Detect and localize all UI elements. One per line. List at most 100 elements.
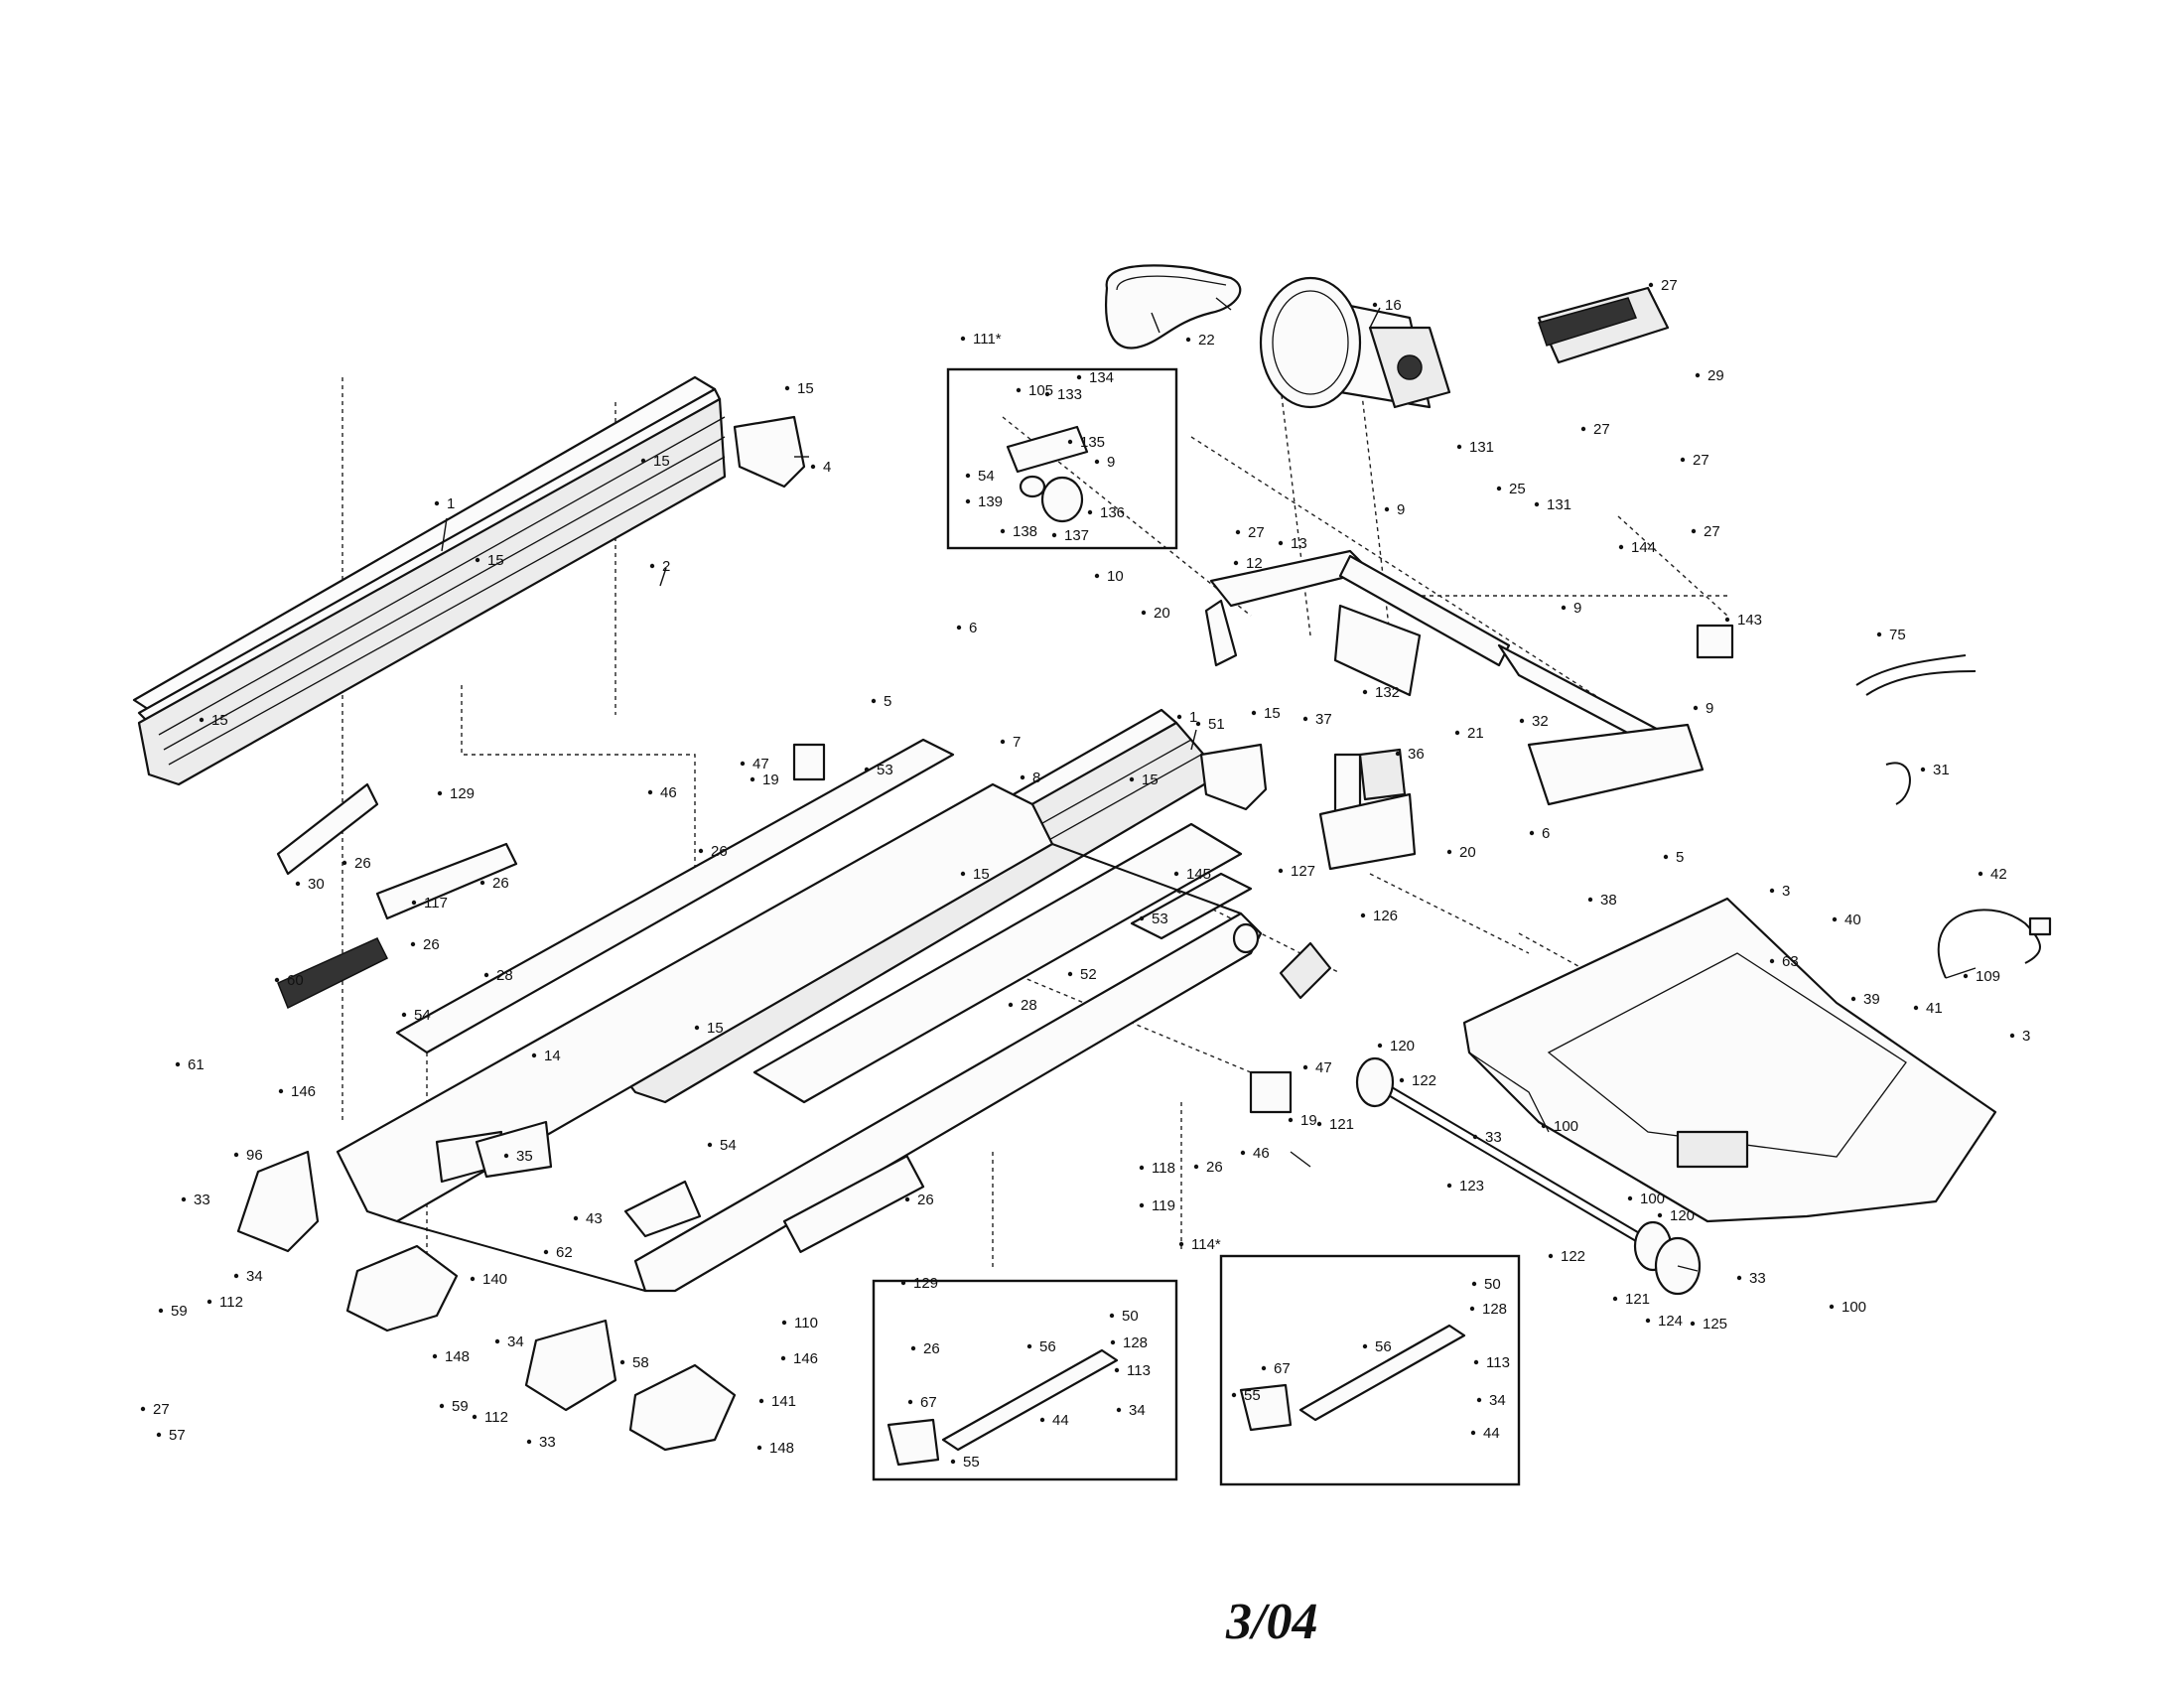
fastener-dot [1178,1241,1184,1247]
part-label-p52: 52 [1080,966,1097,983]
power-cord [1937,909,2052,979]
fastener-dot [1548,1253,1554,1259]
fastener-dot [439,1403,445,1409]
part-label-p123: 123 [1459,1178,1484,1194]
part-label-p126: 126 [1373,908,1398,924]
fastener-dot [1978,871,1983,877]
fastener-dot [1176,714,1182,720]
fastener-dot [1618,544,1624,550]
part-label-p135: 135 [1080,434,1105,451]
fastener-dot [1541,1123,1547,1129]
fastener-dot [1051,532,1057,538]
fastener-dot [158,1308,164,1314]
fastener-dot [1377,1043,1383,1049]
part-label-p15e: 15 [1264,705,1281,722]
part-label-p3b: 3 [2022,1028,2030,1045]
fastener-dot [1278,540,1284,546]
fastener-dot [475,557,480,563]
fastener-dot [573,1215,579,1221]
part-label-p9c: 9 [1573,600,1581,617]
end-caps [435,922,1332,1238]
part-label-p128a: 128 [1123,1334,1148,1351]
fastener-dot [1469,1306,1475,1312]
fastener-dot [1529,830,1535,836]
part-label-p148a: 148 [445,1348,470,1365]
part-label-p27b: 27 [1593,421,1610,438]
fastener-dot [1039,1417,1045,1423]
part-label-p27c: 27 [1693,452,1709,469]
fastener-dot [750,776,755,782]
part-label-p122b: 122 [1561,1248,1585,1265]
part-label-p29: 29 [1707,367,1724,384]
main-frame [336,782,1263,1293]
fastener-dot [1920,767,1926,772]
heatsink [1537,286,1670,364]
fastener-dot [649,563,655,569]
fastener-dot [1724,617,1730,623]
fastener-dot [401,1012,407,1018]
leveling-kit-box-left [872,1279,1178,1481]
fastener-dot [1109,1313,1115,1319]
part-label-p37: 37 [1315,711,1332,728]
part-label-p100a: 100 [1554,1118,1578,1135]
part-label-p53a: 53 [877,762,893,778]
fastener-dot [503,1153,509,1159]
fastener-dot [1235,529,1241,535]
footer-code: 3/04 [1225,1594,1317,1650]
part-label-p27a: 27 [1661,277,1678,294]
fastener-dot [1456,444,1462,450]
part-label-p133: 133 [1057,386,1082,403]
fastener-dot [1094,573,1100,579]
fastener-dot [1627,1195,1633,1201]
fastener-dot [233,1152,239,1158]
part-label-p43: 43 [586,1210,603,1227]
fastener-dot [1913,1005,1919,1011]
fastener-dot [1832,916,1838,922]
part-label-p146a: 146 [291,1083,316,1100]
fastener-dot [1470,1430,1476,1436]
part-label-p36: 36 [1408,746,1425,763]
fastener-dot [411,900,417,906]
part-label-p129a: 129 [450,785,475,802]
part-label-p96: 96 [246,1147,263,1164]
fastener-dot [698,848,704,854]
fastener-dot [206,1299,212,1305]
fastener-dot [1446,1183,1452,1189]
part-label-p13: 13 [1291,535,1307,552]
part-label-p5a: 5 [884,693,891,710]
part-label-p2: 2 [662,558,670,575]
part-label-p54b: 54 [414,1007,431,1024]
part-label-p26g: 26 [923,1340,940,1357]
part-label-p140: 140 [482,1271,507,1288]
part-label-p109: 109 [1976,968,2000,985]
part-label-p67a: 67 [920,1394,937,1411]
fastener-dot [1362,689,1368,695]
part-label-p32: 32 [1532,713,1549,730]
part-label-p33d: 33 [539,1434,556,1451]
part-label-p50a: 50 [1122,1308,1139,1325]
callout-leaders [441,297,1699,1272]
part-label-p100c: 100 [1842,1299,1866,1316]
part-label-p34d: 34 [1489,1392,1506,1409]
part-label-p25: 25 [1509,481,1526,497]
part-label-p28a: 28 [496,967,513,984]
part-label-p53b: 53 [1152,911,1168,927]
part-label-p33c: 33 [1749,1270,1766,1287]
part-label-p121b: 121 [1625,1291,1650,1308]
fastener-dot [434,500,440,506]
part-label-p131a: 131 [1469,439,1494,456]
fastener-dot [1471,1281,1477,1287]
part-label-p131b: 131 [1547,496,1571,513]
part-label-p75: 75 [1889,627,1906,643]
fastener-dot [907,1399,913,1405]
fastener-dot [526,1439,532,1445]
fastener-dot [1446,849,1452,855]
part-label-p42: 42 [1990,866,2007,883]
fastener-dot [1020,774,1025,780]
fastener-dot [432,1353,438,1359]
part-label-p14: 14 [544,1048,561,1064]
part-label-p20a: 20 [1154,605,1170,622]
part-label-p57: 57 [169,1427,186,1444]
part-label-p59b: 59 [452,1398,469,1415]
